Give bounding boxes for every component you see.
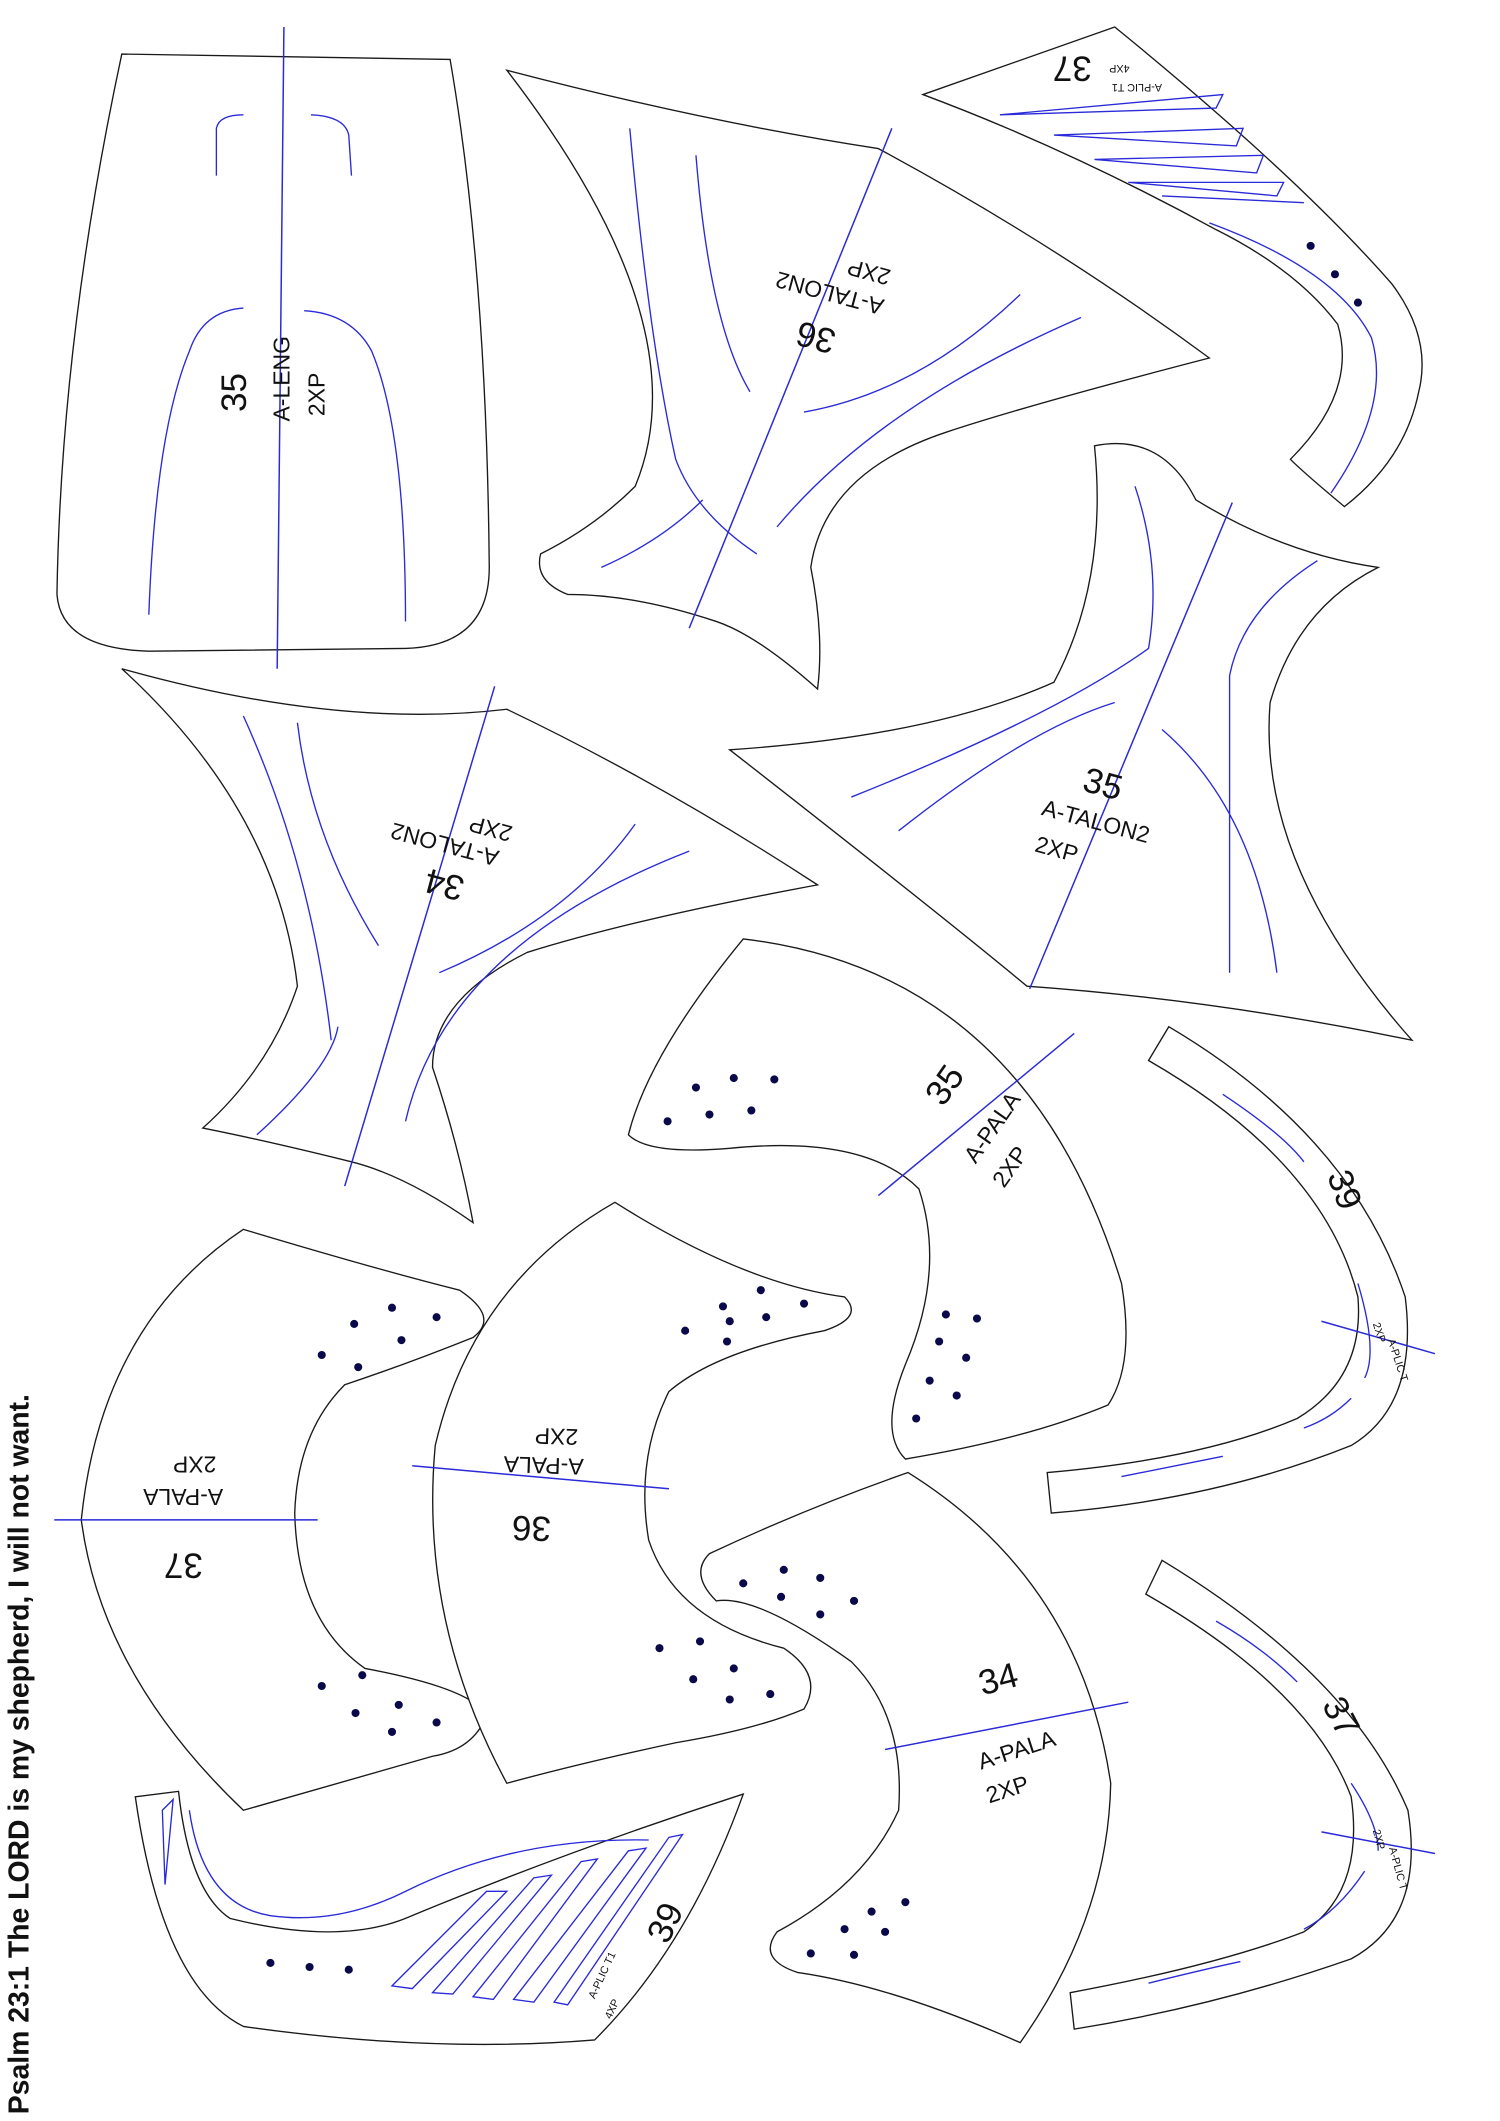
piece-size: 35 bbox=[1079, 760, 1127, 808]
piece-34-a-pala: 34 A-PALA 2XP bbox=[700, 1471, 1129, 2044]
piece-qty: 2XP bbox=[1370, 1828, 1387, 1851]
piece-size: 36 bbox=[792, 313, 840, 361]
piece-size: 35 bbox=[215, 373, 254, 412]
piece-35-a-leng: 35 A-LENG 2XP bbox=[56, 27, 490, 669]
piece-36-a-pala: 36 A-PALA 2XP bbox=[412, 1201, 852, 1785]
piece-qty: 2XP bbox=[173, 1451, 216, 1477]
piece-size: 37 bbox=[1053, 49, 1092, 88]
piece-37-a-plic-t1: 37 A-PLIC T1 4XP bbox=[920, 26, 1423, 508]
piece-size: 34 bbox=[974, 1655, 1022, 1703]
piece-34-a-talon2: 34 A-TALON2 2XP bbox=[121, 668, 820, 1225]
piece-size: 36 bbox=[511, 1508, 551, 1548]
piece-size: 34 bbox=[421, 860, 469, 908]
piece-39-a-plic-t1: 39 A-PLIC T1 4XP bbox=[134, 1790, 745, 2046]
piece-qty: 2XP bbox=[1370, 1321, 1388, 1344]
piece-name: A-PALA bbox=[503, 1451, 584, 1480]
piece-36-a-talon2: 36 A-TALON2 2XP bbox=[505, 69, 1211, 691]
piece-35-a-pala: 35 A-PALA 2XP bbox=[627, 938, 1127, 1460]
piece-qty: 2XP bbox=[303, 373, 329, 416]
piece-name: A-PLIC T1 bbox=[1112, 81, 1162, 93]
piece-qty: 2XP bbox=[534, 1423, 578, 1450]
piece-size: 37 bbox=[164, 1546, 203, 1585]
footer-verse: Psalm 23:1 The LORD is my shepherd, I wi… bbox=[4, 1394, 36, 2114]
piece-37-a-plic-t: 37 A-PLIC T 2XP bbox=[1069, 1559, 1436, 2030]
piece-name: A-PALA bbox=[142, 1484, 223, 1510]
piece-qty: 4XP bbox=[1109, 62, 1129, 74]
piece-name: A-LENG bbox=[268, 336, 294, 421]
piece-35-a-talon2: 35 A-TALON2 2XP bbox=[727, 442, 1414, 1042]
piece-37-a-pala: 37 A-PALA 2XP bbox=[54, 1228, 488, 1812]
piece-39-a-plic-t: 39 A-PLIC T 2XP bbox=[1046, 1025, 1436, 1514]
